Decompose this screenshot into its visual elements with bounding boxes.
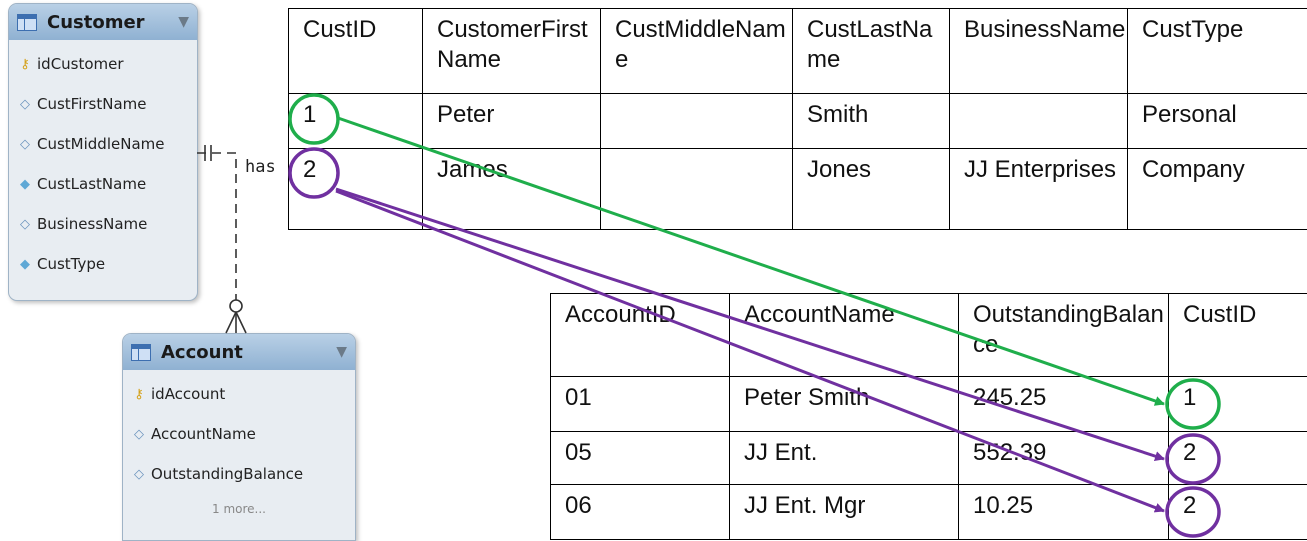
entity-field[interactable]: ◇ CustFirstName xyxy=(9,84,197,124)
table-icon xyxy=(17,13,37,31)
account-field-list: ⚷ idAccount ◇ AccountName ◇ OutstandingBalanc… xyxy=(123,370,355,494)
open-diamond-icon: ◇ xyxy=(20,96,30,112)
column-header: CustType xyxy=(1127,8,1307,94)
table-cell xyxy=(949,93,1128,149)
entity-field[interactable]: ⚷ idAccount xyxy=(123,374,355,414)
entity-field-label: idCustomer xyxy=(37,55,124,73)
table-cell: Company xyxy=(1127,148,1307,230)
account-entity-title: Account xyxy=(161,341,243,363)
table-cell: JJ Ent. Mgr xyxy=(729,484,959,540)
entity-field-label: CustLastName xyxy=(37,175,147,193)
entity-field-label: AccountName xyxy=(151,425,256,443)
table-cell: JJ Ent. xyxy=(729,431,959,485)
column-header: OutstandingBalance xyxy=(958,293,1169,377)
table-cell: Peter xyxy=(422,93,601,149)
chevron-down-icon[interactable]: ▼ xyxy=(178,14,189,30)
open-diamond-icon: ◇ xyxy=(134,426,144,442)
column-header: CustLastName xyxy=(792,8,950,94)
customer-entity-header[interactable]: Customer ▼ xyxy=(9,4,197,40)
table-cell xyxy=(600,148,793,230)
column-header: AccountID xyxy=(550,293,730,377)
entity-field[interactable]: ◇ BusinessName xyxy=(9,204,197,244)
entity-field-label: CustMiddleName xyxy=(37,135,165,153)
column-header: BusinessName xyxy=(949,8,1128,94)
table-cell: 1 xyxy=(288,93,423,149)
account-entity-header[interactable]: Account ▼ xyxy=(123,334,355,370)
table-cell: 245.25 xyxy=(958,376,1169,432)
table-cell: 552.39 xyxy=(958,431,1169,485)
entity-field-label: OutstandingBalance xyxy=(151,465,304,483)
entity-field[interactable]: ⚷ idCustomer xyxy=(9,44,197,84)
table-cell: 10.25 xyxy=(958,484,1169,540)
er-relationship-connector[interactable] xyxy=(197,145,247,334)
customer-field-list: ⚷ idCustomer ◇ CustFirstName ◇ CustMiddleName… xyxy=(9,40,197,284)
entity-field-label: CustType xyxy=(37,255,106,273)
table-cell xyxy=(600,93,793,149)
table-cell: JJ Enterprises xyxy=(949,148,1128,230)
relationship-label: has xyxy=(245,157,276,177)
table-cell: 06 xyxy=(550,484,730,540)
entity-field-label: BusinessName xyxy=(37,215,148,233)
table-cell: 2 xyxy=(1168,431,1307,485)
table-cell: 2 xyxy=(1168,484,1307,540)
table-cell: 05 xyxy=(550,431,730,485)
table-cell: 2 xyxy=(288,148,423,230)
filled-diamond-icon: ◆ xyxy=(20,256,30,272)
customer-entity[interactable]: Customer ▼ ⚷ idCustomer ◇ CustFirstName ◇ Cus… xyxy=(8,3,198,301)
chevron-down-icon[interactable]: ▼ xyxy=(336,344,347,360)
customer-entity-title: Customer xyxy=(47,11,145,33)
table-cell: Personal xyxy=(1127,93,1307,149)
column-header: CustID xyxy=(1168,293,1307,377)
filled-diamond-icon: ◆ xyxy=(20,176,30,192)
key-icon: ⚷ xyxy=(20,56,30,72)
table-cell: Jones xyxy=(792,148,950,230)
entity-field[interactable]: ◇ CustMiddleName xyxy=(9,124,197,164)
table-cell: Smith xyxy=(792,93,950,149)
entity-field[interactable]: ◇ OutstandingBalance xyxy=(123,454,355,494)
open-diamond-icon: ◇ xyxy=(134,466,144,482)
account-entity[interactable]: Account ▼ ⚷ idAccount ◇ AccountName ◇ Outstan… xyxy=(122,333,356,541)
open-diamond-icon: ◇ xyxy=(20,136,30,152)
table-cell: Peter Smith xyxy=(729,376,959,432)
key-icon: ⚷ xyxy=(134,386,144,402)
open-diamond-icon: ◇ xyxy=(20,216,30,232)
table-cell: 1 xyxy=(1168,376,1307,432)
entity-field-label: CustFirstName xyxy=(37,95,147,113)
entity-field[interactable]: ◇ AccountName xyxy=(123,414,355,454)
entity-field[interactable]: ◆ CustLastName xyxy=(9,164,197,204)
column-header: CustID xyxy=(288,8,423,94)
more-fields-link[interactable]: 1 more... xyxy=(212,502,266,516)
entity-field-label: idAccount xyxy=(151,385,226,403)
column-header: CustomerFirstName xyxy=(422,8,601,94)
table-cell: James xyxy=(422,148,601,230)
table-icon xyxy=(131,343,151,361)
entity-field[interactable]: ◆ CustType xyxy=(9,244,197,284)
column-header: CustMiddleName xyxy=(600,8,793,94)
column-header: AccountName xyxy=(729,293,959,377)
table-cell: 01 xyxy=(550,376,730,432)
